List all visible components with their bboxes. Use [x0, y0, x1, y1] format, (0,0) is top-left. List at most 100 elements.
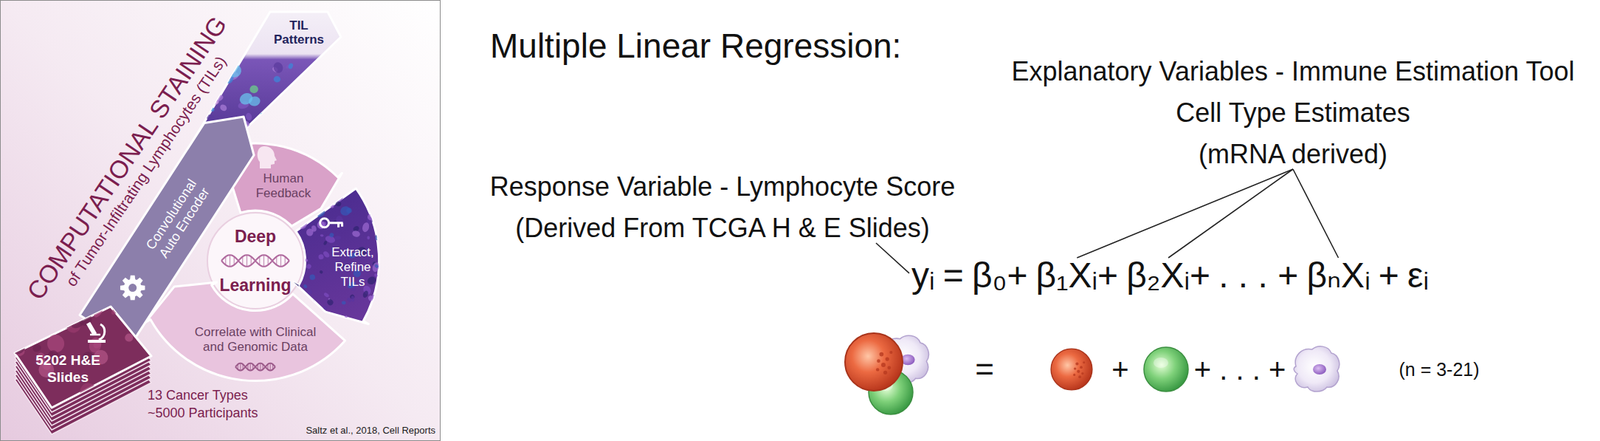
texture [318, 253, 324, 260]
texture [309, 273, 316, 281]
plus-sign: + [1111, 352, 1129, 386]
texture [273, 75, 282, 83]
texture [297, 219, 308, 230]
texture [298, 245, 305, 253]
texture [304, 258, 309, 262]
segment-label: Extract, Refine TILs [331, 245, 375, 290]
count-note: (n = 3-21) [1398, 358, 1479, 381]
gear-icon [120, 275, 146, 301]
texture [325, 137, 334, 147]
slide-stack-outline [14, 306, 152, 408]
texture [259, 112, 265, 117]
microscope-icon [86, 321, 97, 336]
texture [323, 240, 328, 246]
segment-label: Correlate with Clinical and Genomic Data [194, 324, 316, 355]
texture [306, 105, 315, 115]
texture [320, 233, 324, 237]
texture [346, 207, 353, 215]
texture [298, 105, 315, 123]
texture [197, 58, 209, 72]
hub-label: Deep Learning [219, 211, 291, 310]
panel-background [0, 0, 441, 441]
texture [329, 202, 336, 209]
texture [218, 103, 229, 113]
texture [341, 301, 347, 305]
panel-box: COMPUTATIONAL STAININGof Tumor-Infiltrat… [0, 0, 441, 441]
texture [366, 193, 373, 200]
texture [298, 132, 302, 139]
equation-term: β₀+ [971, 254, 1029, 296]
equals-sign: = [974, 350, 995, 389]
texture [70, 317, 85, 330]
texture [371, 261, 381, 273]
segment-label: Human Feedback [256, 171, 312, 200]
dna-icon [280, 254, 282, 267]
texture [45, 309, 56, 318]
dna-icon [221, 254, 290, 267]
texture [76, 306, 85, 313]
texture [366, 275, 378, 287]
microscope-icon [98, 323, 105, 340]
key-icon [320, 218, 330, 228]
leader-line [1168, 169, 1293, 258]
macrophage-cell [1293, 346, 1340, 392]
microscope-icon [86, 321, 106, 343]
texture [368, 196, 376, 205]
texture [250, 131, 257, 139]
section-title: Multiple Linear Regression: [490, 26, 902, 66]
texture [281, 95, 293, 108]
texture [296, 192, 303, 198]
texture [320, 72, 330, 82]
texture [270, 112, 285, 127]
texture [301, 119, 318, 136]
cohort-note: 13 Cancer Types ~5000 Participants [147, 385, 259, 423]
texture [319, 270, 324, 275]
dna-icon [259, 363, 261, 371]
microscope-icon [90, 333, 101, 336]
texture [343, 315, 349, 322]
equation-term: βₙXᵢ [1306, 254, 1370, 296]
dna-icon [270, 363, 271, 371]
texture [321, 75, 332, 87]
texture [266, 116, 279, 130]
texture [327, 142, 335, 150]
texture [326, 86, 339, 97]
texture [328, 194, 335, 201]
texture [335, 200, 342, 207]
texture [248, 84, 259, 94]
texture [318, 115, 327, 125]
granulocyte-cell [845, 332, 903, 391]
texture [109, 388, 122, 400]
texture [323, 292, 330, 299]
texture [121, 391, 140, 407]
dna-icon [263, 254, 265, 267]
texture [374, 263, 380, 269]
equation-term: . . . + [1218, 254, 1299, 296]
citation: Saltz et al., 2018, Cell Reports [305, 425, 436, 437]
texture [307, 110, 322, 127]
texture [277, 101, 288, 112]
texture [264, 112, 282, 130]
tab-label: TIL Patterns [273, 18, 324, 47]
texture [313, 126, 327, 141]
texture [263, 135, 272, 141]
texture [26, 307, 37, 319]
texture [272, 61, 285, 75]
head-icon [257, 146, 277, 169]
texture [316, 73, 332, 89]
dna-icon [221, 254, 290, 267]
equation-term: εᵢ [1407, 254, 1429, 296]
ellipsis-sum: + . . . + [1194, 352, 1287, 386]
texture [46, 333, 65, 353]
deep-learning-hub-outline [207, 212, 304, 309]
key-icon [320, 218, 344, 228]
texture [334, 235, 341, 241]
dna-icon [221, 254, 290, 267]
texture [206, 60, 216, 70]
texture [367, 236, 371, 240]
texture [320, 71, 330, 82]
texture [109, 306, 120, 316]
texture [326, 298, 335, 307]
extract-segment-outline [293, 188, 380, 324]
